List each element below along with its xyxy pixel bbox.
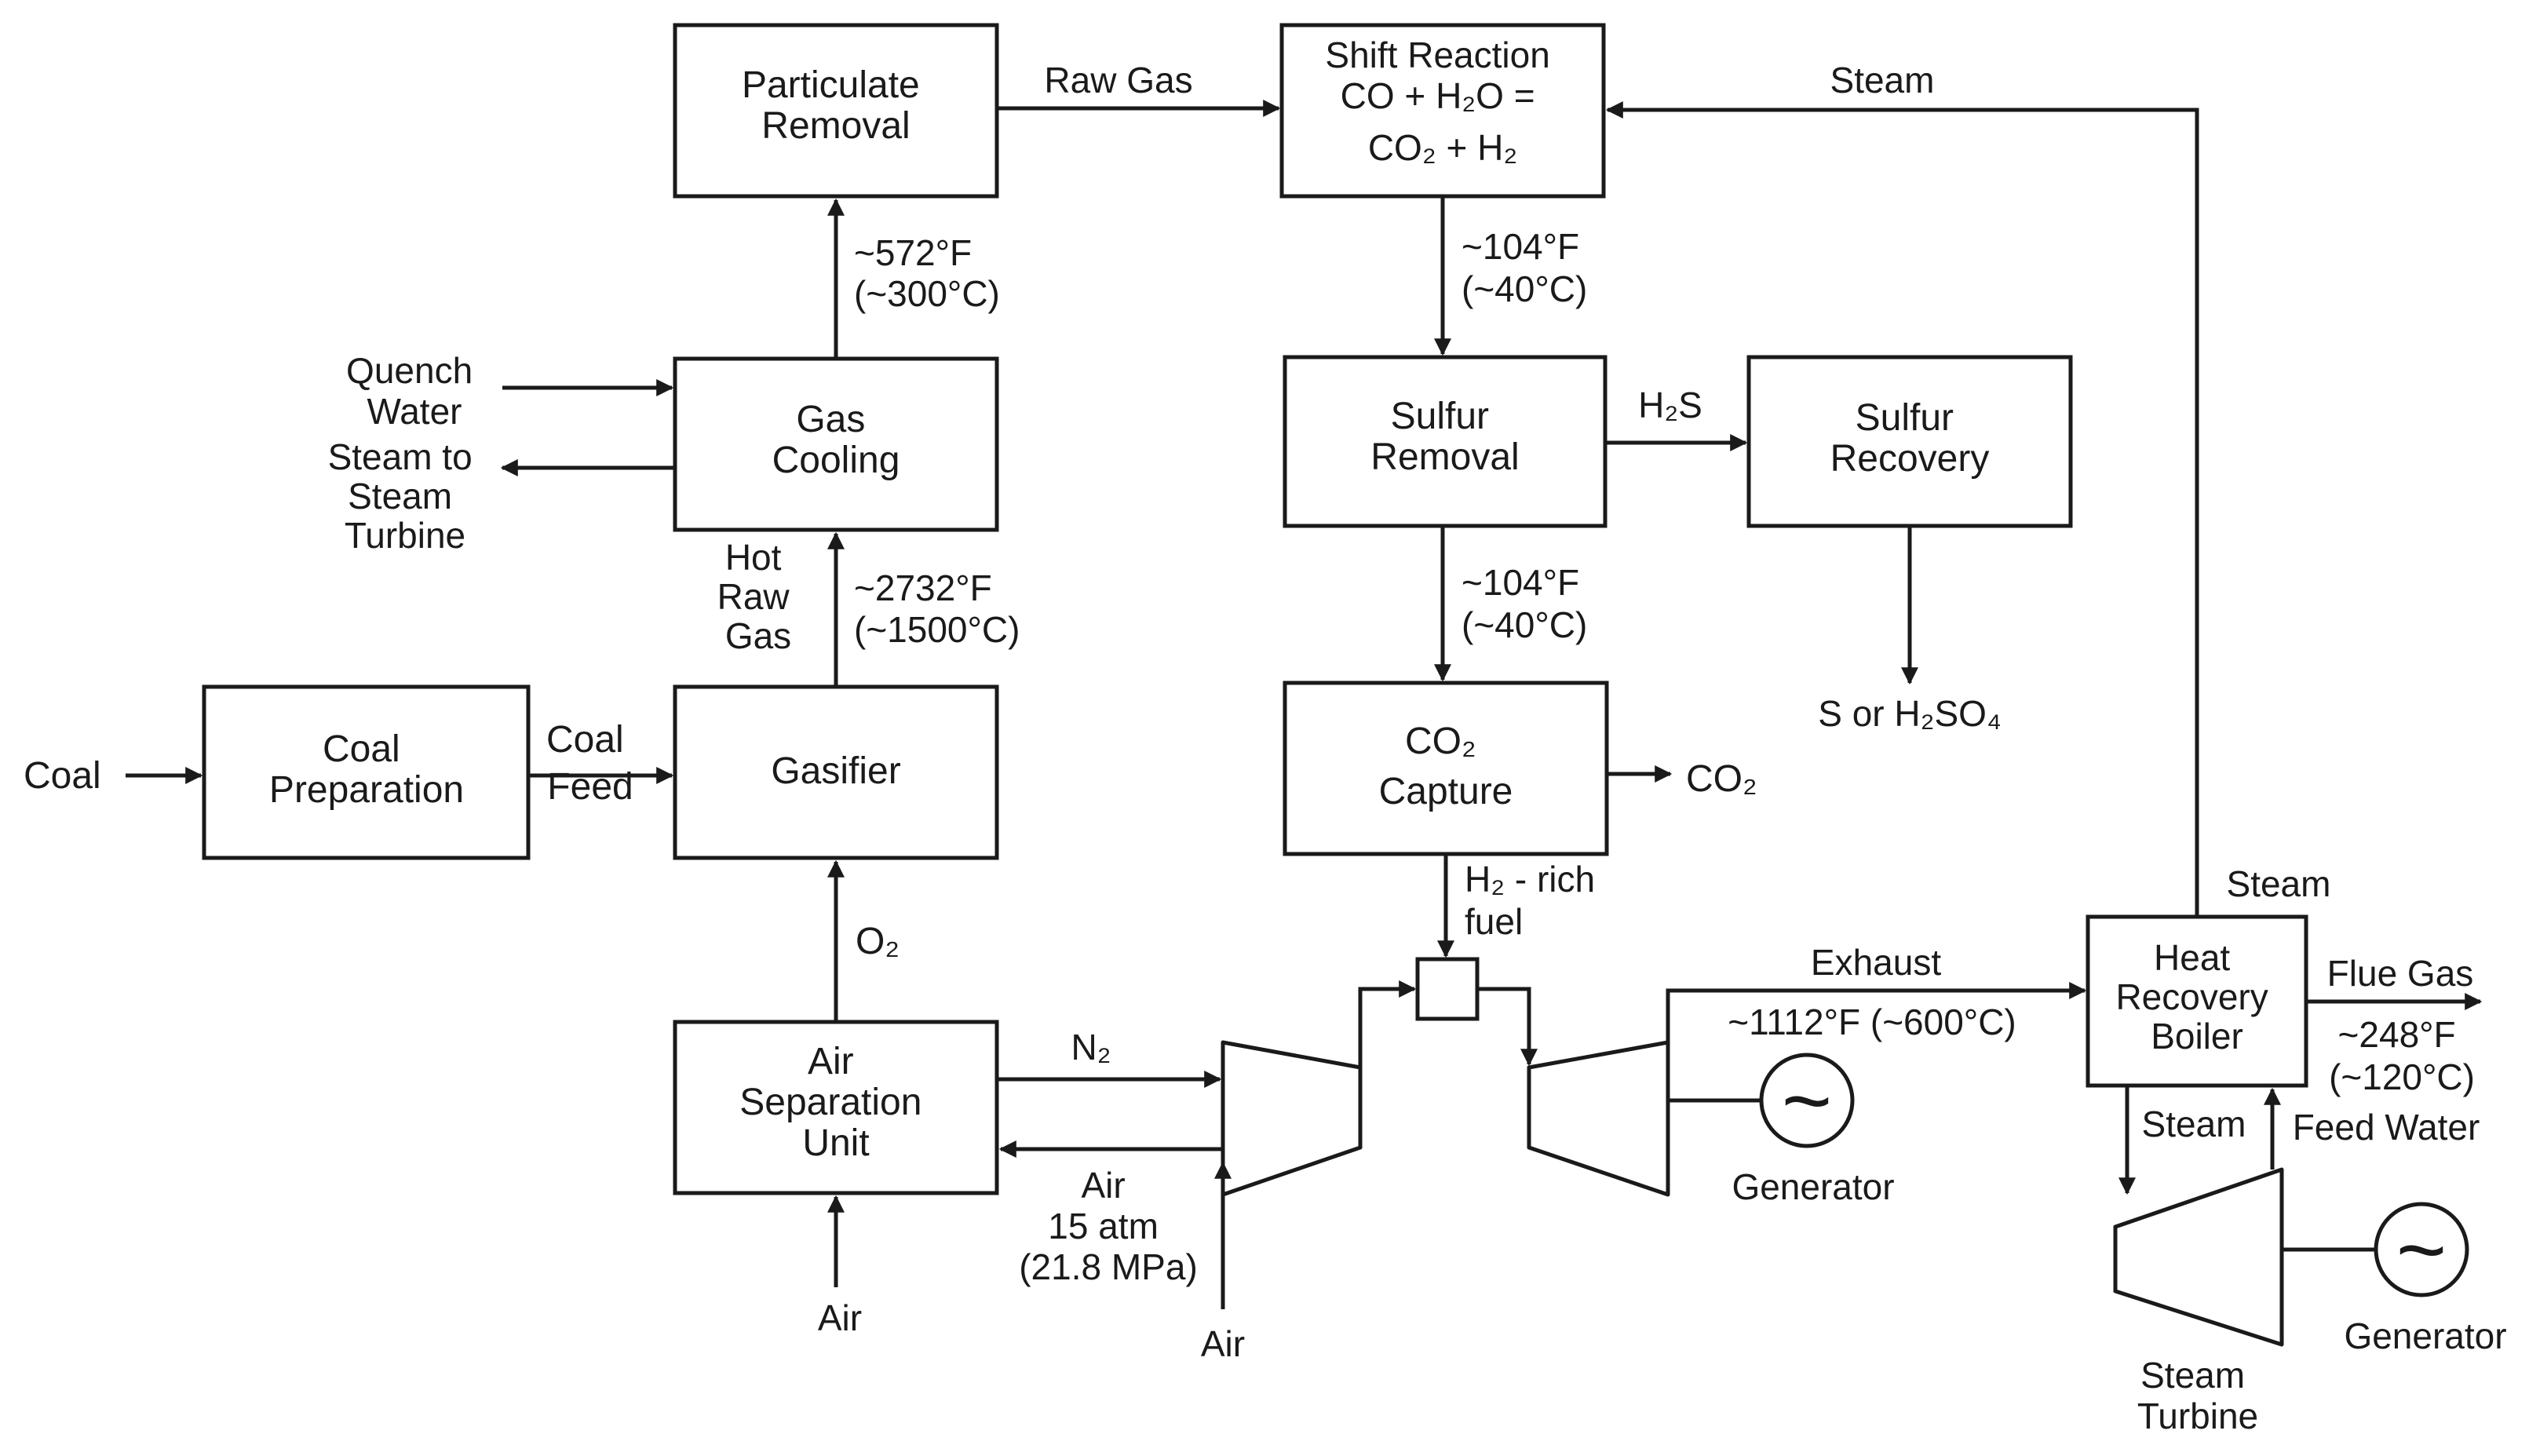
particulate-removal-block: Particulate Removal xyxy=(673,23,999,199)
steam-to-turbine-label: Steam to Steam Turbine xyxy=(328,436,483,556)
generator-wave-icon: ~ xyxy=(2396,1202,2447,1298)
hrsg-steam-label: Steam xyxy=(2227,863,2331,904)
heat-recovery-boiler-block: Heat Recovery Boiler xyxy=(2086,914,2308,1088)
exhaust-label: Exhaust xyxy=(1811,942,1941,983)
steam-label: Steam xyxy=(1830,60,1935,100)
exhaust-arrow xyxy=(1666,982,2087,1042)
air-separation-unit-block: Air Separation Unit xyxy=(673,1020,999,1195)
coal-preparation-label: Coal Preparation xyxy=(269,728,464,811)
sulfur-product-label: S or H₂SO₄ xyxy=(1818,693,2001,734)
combustor-to-turbine-arrow xyxy=(1477,987,1538,1067)
steam-turbine-label: Steam Turbine xyxy=(2137,1355,2258,1436)
raw-gas-label: Raw Gas xyxy=(1044,60,1192,100)
air-to-compressor-label: Air xyxy=(1201,1323,1245,1364)
gasifier-block: Gasifier xyxy=(673,684,999,860)
air-to-asu-label: Air xyxy=(818,1297,862,1338)
coal-label: Coal xyxy=(24,755,101,797)
gas-turbine-generator-label: Generator xyxy=(1732,1166,1894,1207)
sulfur-removal-outlet-temperature: ~104°F (~40°C) xyxy=(1462,562,1589,645)
sulfur-recovery-label: Sulfur Recovery xyxy=(1830,397,1990,480)
sulfur-recovery-block: Sulfur Recovery xyxy=(1746,355,2073,528)
co2-capture-label: CO₂ Capture xyxy=(1379,721,1513,812)
gas-cooling-label: Gas Cooling xyxy=(772,399,900,481)
h2s-label: H₂S xyxy=(1638,385,1702,425)
feed-water-label: Feed Water xyxy=(2293,1107,2480,1148)
combustor xyxy=(1415,957,1480,1021)
generator-wave-icon: ~ xyxy=(1782,1053,1832,1149)
cooling-outlet-temperature: ~572°F (~300°C) xyxy=(854,232,1000,314)
h2-rich-fuel-label: H₂ - rich fuel xyxy=(1465,859,1605,942)
exhaust-temperature: ~1112°F (~600°C) xyxy=(1728,1002,2016,1042)
shift-reaction-label: Shift Reaction CO + H₂O = CO₂ + H₂ xyxy=(1325,35,1560,168)
co2-out-label: CO₂ xyxy=(1686,758,1757,800)
sulfur-removal-block: Sulfur Removal xyxy=(1283,355,1608,528)
co2-capture-block: CO₂ Capture xyxy=(1283,681,1609,856)
air-separation-unit-label: Air Separation Unit xyxy=(739,1041,932,1164)
steam-turbine xyxy=(2113,1167,2284,1347)
heat-recovery-boiler-label: Heat Recovery Boiler xyxy=(2115,937,2278,1056)
air-compressor xyxy=(1221,1040,1363,1197)
gas-cooling-block: Gas Cooling xyxy=(673,356,999,532)
shift-reaction-block: Shift Reaction CO + H₂O = CO₂ + H₂ xyxy=(1279,23,1606,199)
shift-outlet-temperature: ~104°F (~40°C) xyxy=(1462,226,1589,309)
flue-gas-temperature: ~248°F (~120°C) xyxy=(2329,1014,2475,1097)
steam-to-steam-turbine-label: Steam xyxy=(2142,1104,2246,1144)
hrsg-steam-to-shift-arrow xyxy=(1605,101,2199,917)
coal-feed-label: Coal Feed xyxy=(546,719,634,808)
steam-turbine-generator-label: Generator xyxy=(2344,1316,2506,1356)
hot-raw-gas-label: Hot Raw Gas xyxy=(717,537,800,656)
gasifier-label: Gasifier xyxy=(771,750,900,792)
gasifier-outlet-temperature: ~2732°F (~1500°C) xyxy=(854,567,1020,650)
quench-water-label: Quench Water xyxy=(346,350,483,432)
gas-turbine xyxy=(1527,1040,1670,1197)
o2-label: O₂ xyxy=(856,921,900,962)
gas-turbine-generator: ~ xyxy=(1759,1053,1855,1149)
flue-gas-label: Flue Gas xyxy=(2327,953,2474,994)
particulate-removal-label: Particulate Removal xyxy=(742,64,930,147)
n2-label: N₂ xyxy=(1071,1027,1111,1067)
coal-preparation-block: Coal Preparation xyxy=(202,684,531,860)
sulfur-removal-label: Sulfur Removal xyxy=(1370,396,1519,478)
steam-turbine-generator: ~ xyxy=(2374,1202,2469,1298)
compressed-air-label: Air 15 atm (21.8 MPa) xyxy=(1019,1165,1198,1287)
compressor-to-combustor-arrow xyxy=(1358,980,1417,1067)
